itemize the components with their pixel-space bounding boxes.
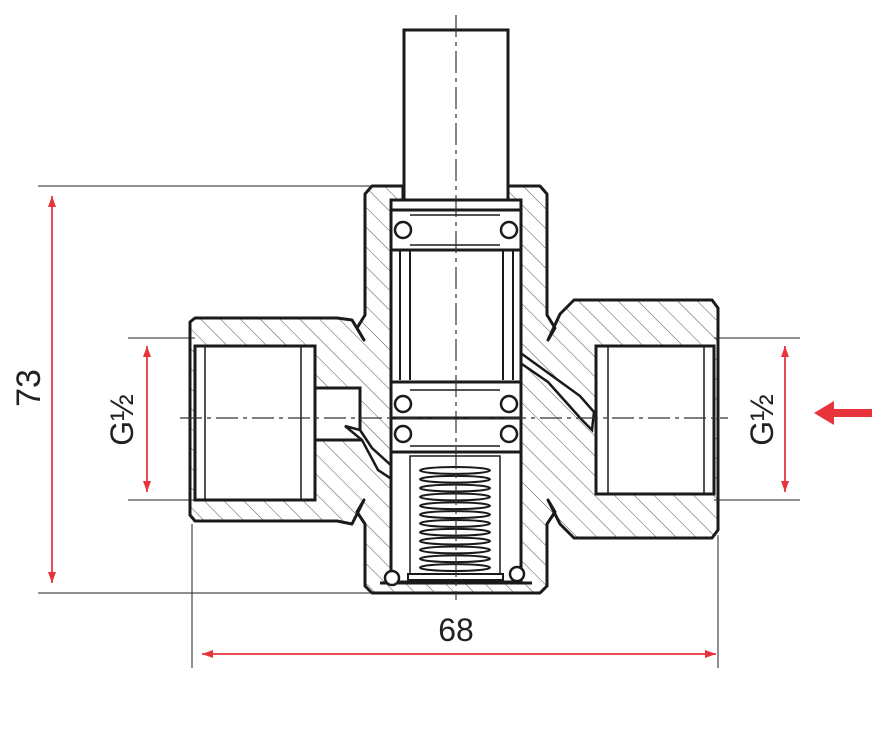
spring-coil [419,510,491,519]
right-thread-label: G½ [744,394,780,446]
spring-coil [419,483,491,493]
dimension-lines [48,196,789,658]
centerlines [180,15,728,600]
spring-coil [419,501,491,511]
left-thread-label: G½ [104,394,140,446]
spring-coil [419,554,491,564]
spring-coil [419,519,491,528]
spring-coil [419,492,491,502]
extension-lines [38,185,800,668]
left-port-cavity [193,344,396,502]
spring-coil [419,474,491,484]
height-label: 73 [10,369,48,407]
spring-coil [419,563,491,572]
spring-coil [419,545,491,555]
spring-coil [419,466,491,475]
arrow-left-icon [814,401,872,425]
width-label: 68 [438,612,474,648]
spring-coil [419,527,491,537]
right-port-cavity [514,344,716,496]
spring-coil [419,536,491,546]
